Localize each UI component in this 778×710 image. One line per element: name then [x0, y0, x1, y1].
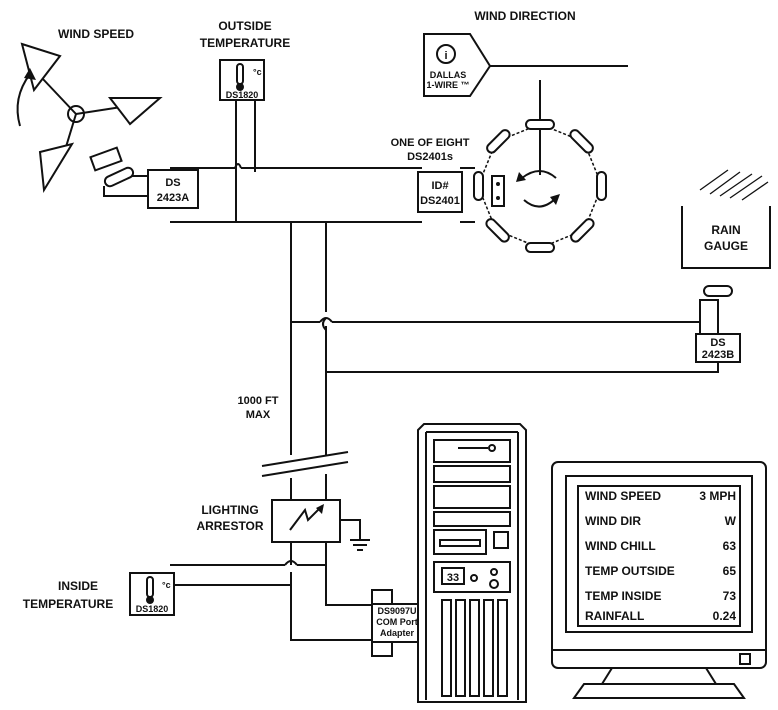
- readout-value: 3 MPH: [699, 489, 736, 503]
- ds2401-chip: ID# DS2401: [417, 171, 463, 213]
- anemometer: [16, 42, 163, 194]
- rain-gauge: RAIN GAUGE: [681, 169, 771, 269]
- readout-value: 65: [723, 564, 737, 578]
- rain-reed-switch: [703, 285, 733, 297]
- svg-text:Adapter: Adapter: [380, 628, 415, 638]
- svg-text:DS9097U: DS9097U: [377, 606, 416, 616]
- max-distance-label-1: 1000 FT: [238, 395, 279, 407]
- svg-text:DS1820: DS1820: [226, 90, 259, 100]
- lightning-arrestor: [271, 499, 341, 543]
- wind-speed-label: WIND SPEED: [58, 27, 134, 41]
- readout-value: W: [725, 514, 737, 528]
- readout-value: 63: [723, 539, 737, 553]
- bus-wiring: [103, 100, 719, 641]
- svg-text:DS1820: DS1820: [136, 604, 169, 614]
- svg-text:i: i: [444, 50, 447, 62]
- readout-label: RAINFALL: [585, 609, 644, 623]
- direction-ring: [473, 119, 607, 253]
- arrestor-label-1: LIGHTING: [201, 503, 258, 517]
- max-distance-label-2: MAX: [246, 409, 271, 421]
- svg-text:2423B: 2423B: [702, 349, 734, 361]
- svg-text:°c: °c: [253, 67, 262, 77]
- one-of-eight-label-1: ONE OF EIGHT: [391, 137, 470, 149]
- ds2423b-chip: DS 2423B: [695, 333, 741, 363]
- pc-front-display: 33: [447, 572, 459, 584]
- com-port-adapter: DS9097U COM Port Adapter: [371, 589, 423, 657]
- inside-temp-label-2: TEMPERATURE: [23, 597, 113, 611]
- one-of-eight-label-2: DS2401s: [407, 151, 453, 163]
- readout-label: TEMP OUTSIDE: [585, 564, 675, 578]
- svg-text:DS: DS: [710, 337, 725, 349]
- arrestor-label-2: ARRESTOR: [196, 519, 263, 533]
- svg-text:1-WIRE ™: 1-WIRE ™: [426, 80, 469, 90]
- svg-text:DALLAS: DALLAS: [430, 70, 467, 80]
- svg-text:COM Port: COM Port: [376, 617, 418, 627]
- readout-label: WIND CHILL: [585, 539, 656, 553]
- pc-tower: 33: [417, 423, 527, 703]
- monitor: [551, 461, 767, 699]
- readout-label: WIND SPEED: [585, 489, 661, 503]
- ds2423a-chip: DS 2423A: [147, 169, 199, 209]
- inside-temp-label-1: INSIDE: [58, 579, 98, 593]
- outside-temp-label-1: OUTSIDE: [218, 19, 271, 33]
- rain-gauge-label-1: RAIN: [711, 223, 740, 237]
- svg-text:DS: DS: [165, 177, 180, 189]
- readout-label: TEMP INSIDE: [585, 589, 661, 603]
- svg-text:°c: °c: [162, 580, 171, 590]
- outside-temp-sensor: °c DS1820: [219, 59, 265, 101]
- outside-temp-label-2: TEMPERATURE: [200, 36, 290, 50]
- wind-direction-label: WIND DIRECTION: [474, 9, 575, 23]
- svg-text:2423A: 2423A: [157, 192, 189, 204]
- dallas-vane: i DALLAS 1-WIRE ™: [423, 33, 628, 97]
- readout-value: 0.24: [713, 609, 737, 623]
- weather-readout: WIND SPEED 3 MPH WIND DIR W WIND CHILL 6…: [585, 489, 737, 623]
- rain-gauge-label-2: GAUGE: [704, 239, 748, 253]
- svg-text:DS2401: DS2401: [420, 195, 460, 207]
- svg-text:ID#: ID#: [431, 180, 448, 192]
- inside-temp-sensor: °c DS1820: [129, 572, 175, 616]
- readout-value: 73: [723, 589, 737, 603]
- readout-label: WIND DIR: [585, 514, 641, 528]
